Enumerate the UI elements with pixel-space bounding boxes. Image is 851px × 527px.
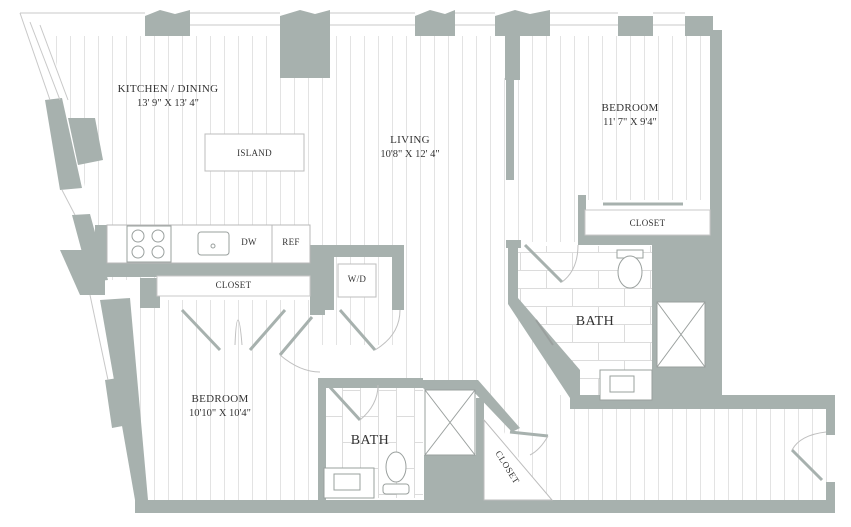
bedroom-2-closet [156,275,311,297]
bath-2-vanity [323,467,375,499]
room-dimensions: 11' 7" X 9'4" [603,116,657,128]
room-name: BEDROOM [191,393,249,405]
bedroom-2-closet-label: CLOSET [215,280,252,290]
walls [45,10,835,513]
kitchen-island [204,133,305,172]
bedroom-1-closet [584,209,711,236]
washer-dryer-label: W/D [347,274,367,284]
bedroom-1-closet-label: CLOSET [629,218,666,228]
cooktop-icon [126,225,172,263]
washer-dryer [337,263,377,298]
kitchen-dining-label: KITCHEN / DINING 13' 9" X 13' 4" [103,83,233,110]
dishwasher-label: DW [241,237,257,247]
toilet-icon [385,451,407,483]
bedroom-2-label: BEDROOM 10'10" X 10'4" [170,393,270,420]
room-name: BEDROOM [601,102,659,114]
entry-closet [483,418,554,501]
room-dimensions: 10'10" X 10'4" [189,407,251,419]
room-dimensions: 10'8" X 12' 4" [380,148,440,160]
bath-floors [323,246,652,498]
refrigerator [271,224,311,264]
island-label: ISLAND [237,148,272,158]
living-label: LIVING 10'8" X 12' 4" [360,134,460,161]
room-dimensions: 13' 9" X 13' 4" [137,97,199,109]
bath-2-label: BATH [350,433,390,448]
bedroom-1-label: BEDROOM 11' 7" X 9'4" [580,102,680,129]
kitchen-counter [106,224,311,264]
windows [19,12,685,381]
door-swings [234,244,827,456]
bath-1-fixtures [535,249,706,401]
doors [180,202,824,482]
bath-1-label: BATH [575,314,615,329]
room-name: LIVING [390,134,430,146]
sink-icon [197,231,230,256]
room-name: KITCHEN / DINING [117,83,219,95]
refrigerator-label: REF [282,237,300,247]
bath-2-fixtures [323,389,476,499]
